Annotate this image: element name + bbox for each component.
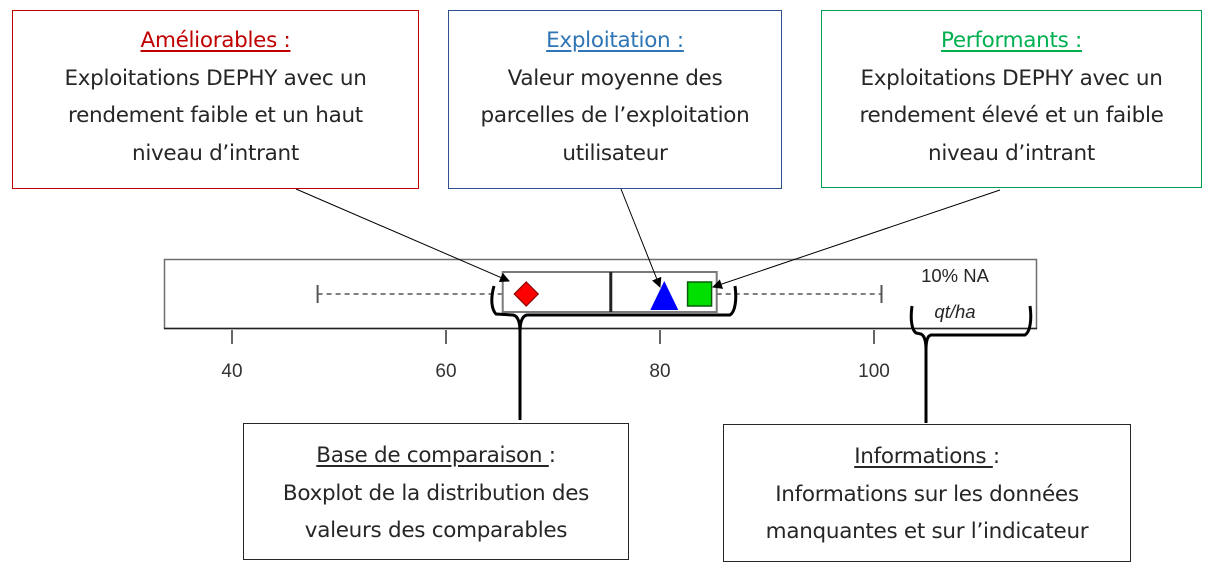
arrow-performants (712, 189, 1001, 289)
callout-performants-line: niveau d’intrant (928, 140, 1095, 166)
callout-exploitation-line: utilisateur (562, 140, 668, 166)
arrow-ameliorables (295, 188, 510, 283)
callout-ameliorables-line: rendement faible et un haut (68, 103, 363, 128)
callout-performants-line: rendement élevé et un faible (859, 103, 1164, 128)
callout-info-line: manquantes et sur l’indicateur (765, 519, 1089, 544)
marker-triangle (650, 281, 679, 310)
callout-base-line: Boxplot de la distribution des (282, 480, 590, 506)
callout-ameliorables-line: Exploitations DEPHY avec un (64, 65, 367, 91)
callout-performants-line: Exploitations DEPHY avec un (860, 65, 1163, 91)
x-tick-label: 60 (435, 361, 456, 382)
callout-base-title: Base de comparaison (316, 443, 549, 468)
marker-diamond (513, 281, 540, 307)
callout-exploitation-title: Exploitation : (546, 28, 684, 53)
marker-square (686, 281, 713, 307)
x-tick-label: 100 (858, 361, 890, 382)
callout-ameliorables-title: Améliorables : (140, 28, 291, 53)
arrow-exploitation (620, 188, 662, 288)
callout-exploitation: Exploitation : Valeur moyenne des parcel… (448, 10, 782, 189)
callout-informations: Informations : Informations sur les donn… (723, 424, 1131, 562)
callout-base-colon: : (548, 443, 556, 468)
callout-ameliorables-line: niveau d’intrant (132, 140, 299, 166)
callout-performants: Performants : Exploitations DEPHY avec u… (821, 10, 1202, 188)
brace-info (909, 305, 1033, 423)
callout-info-colon: : (992, 444, 1000, 469)
callout-info-title: Informations (854, 444, 993, 469)
callout-ameliorables: Améliorables : Exploitations DEPHY avec … (12, 10, 419, 189)
unit-label: qt/ha (934, 301, 975, 322)
callout-info-line: Informations sur les données (775, 481, 1079, 507)
callout-base-comparaison: Base de comparaison : Boxplot de la dist… (243, 423, 629, 560)
callout-exploitation-line: Valeur moyenne des (507, 65, 723, 91)
x-tick-label: 80 (649, 361, 670, 382)
brace-boxplot (490, 285, 738, 420)
callout-base-line: valeurs des comparables (304, 518, 568, 543)
callout-performants-title: Performants : (940, 28, 1082, 53)
callout-exploitation-line: parcelles de l’exploitation (480, 103, 750, 128)
na-label: 10% NA (921, 265, 990, 286)
x-tick-label: 40 (221, 361, 242, 382)
